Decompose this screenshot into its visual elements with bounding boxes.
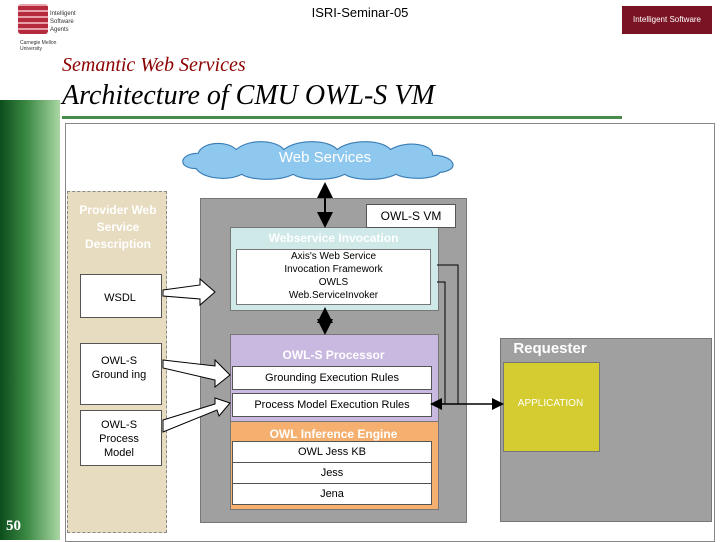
application-label: APPLICATION [517,398,584,409]
slide-subtitle: Semantic Web Services [62,54,246,76]
process-fat-arrow [162,397,231,433]
owls-process-label: OWL-S Process Model [99,419,139,459]
owls-grounding-label: OWL-S Ground ing [91,355,147,381]
jena-box: Jena [232,483,432,505]
logo-subtext: Carnegie Mellon University [20,40,57,52]
isri-logo: Intelligent Software Agents Carnegie Mel… [18,4,76,52]
process-rules-box: Process Model Execution Rules [232,393,432,417]
wsdl-label: WSDL [104,292,136,304]
decorative-sidebar [0,100,60,540]
logo-text: Intelligent Software Agents [50,11,76,33]
grounding-fat-arrow [162,358,231,389]
owls-grounding-document [80,343,162,405]
intelligent-agents-logo: Intelligent Software Agents [622,6,712,52]
provider-title: Provider Web Service Description [79,203,157,251]
inference-engine-title: OWL Inference Engine [269,427,398,441]
invocation-right-connector [437,264,459,404]
grounding-rules-box: Grounding Execution Rules [232,366,432,390]
wsdl-document [80,274,162,318]
invocation-framework-box: Axis's Web Service Invocation Framework … [236,249,431,305]
owls-vm-label: OWL-S VM [366,204,456,228]
requester-title: Requester [513,340,587,357]
cloud-label: Web Services [278,149,372,166]
owls-process-document [80,410,162,466]
slide-title: Architecture of CMU OWL-S VM [62,80,435,111]
logo-grid-icon [18,4,48,34]
title-underline [62,116,622,119]
application-box [503,362,600,452]
webservice-invocation-title: Webservice Invocation [268,231,399,245]
slide-number: 50 [6,518,21,534]
cloud-icon [182,141,454,180]
header-title: ISRI-Seminar-05 [311,5,409,20]
invocation-outer-connector [437,281,446,404]
owls-processor-title: OWL-S Processor [282,348,385,362]
wsdl-fat-arrow [162,277,216,307]
